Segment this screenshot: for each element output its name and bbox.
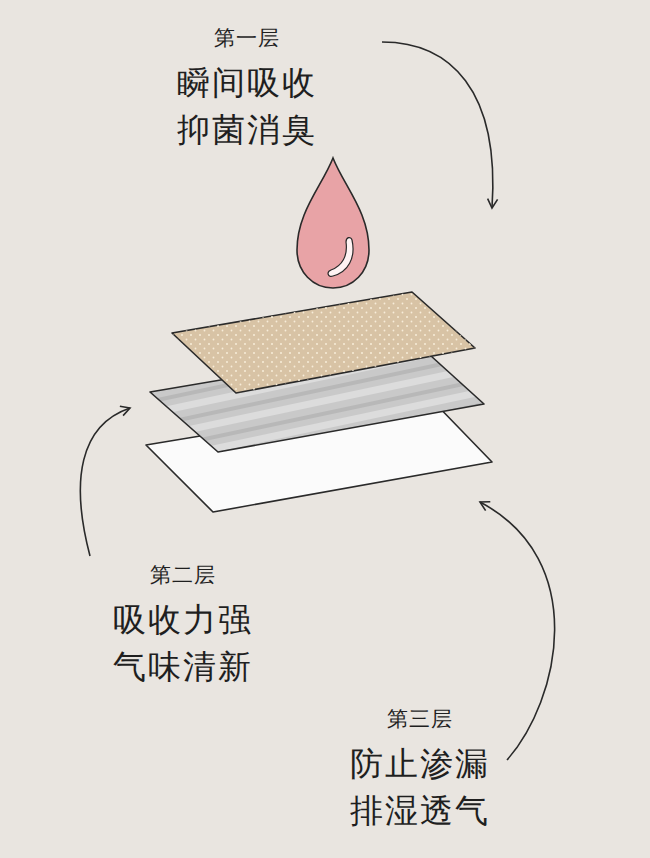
layer-description: 瞬间吸收 抑菌消臭: [166, 60, 328, 154]
layer-heading: 第三层: [387, 707, 453, 732]
layer-heading: 第一层: [214, 26, 280, 51]
leader-arrow: [382, 42, 493, 208]
layer-description: 防止渗漏 排湿透气: [339, 741, 501, 835]
layer-heading: 第二层: [150, 563, 216, 588]
top-layer: [172, 292, 475, 393]
layer-description: 吸收力强 气味清新: [102, 597, 264, 691]
leader-arrow: [80, 408, 130, 556]
drop-highlight: [328, 238, 353, 277]
leader-arrow: [480, 502, 555, 760]
liquid-drop: [297, 158, 369, 288]
top-layer-texture: [172, 292, 475, 393]
